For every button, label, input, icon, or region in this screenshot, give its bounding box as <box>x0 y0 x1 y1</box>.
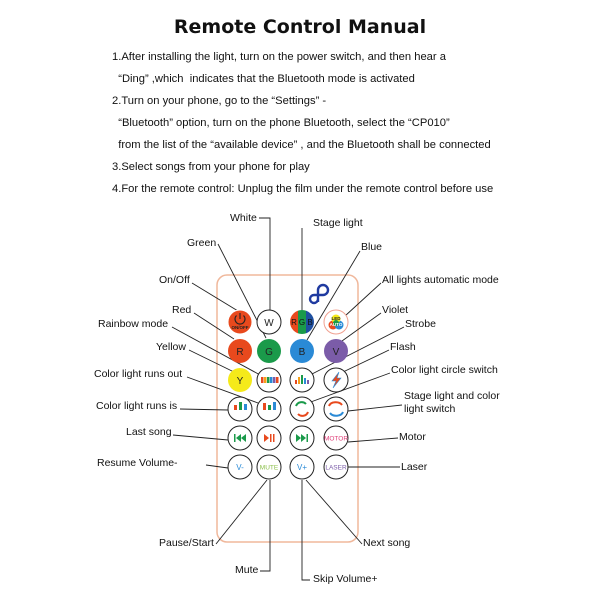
rgb-bars-icon <box>234 402 247 410</box>
label-flash: Flash <box>390 341 416 353</box>
label-strobe: Strobe <box>405 318 436 330</box>
label-blue: Blue <box>361 241 383 253</box>
swap-icon <box>328 401 344 417</box>
step-line: from the list of the “available device” … <box>112 139 491 151</box>
rainbow-bars-icon <box>261 377 279 383</box>
motor-button[interactable]: MOTOR <box>323 425 349 451</box>
violet-button[interactable]: V <box>324 339 348 363</box>
label-pause-start: Pause/Start <box>159 537 214 549</box>
step-line: 1.After installing the light, turn on th… <box>112 51 446 63</box>
next-icon <box>296 434 308 442</box>
on-off-button[interactable]: ON/OFF <box>227 309 253 335</box>
step-line: 4.For the remote control: Unplug the fil… <box>112 183 494 195</box>
remote-body <box>216 274 359 543</box>
v-label: V <box>333 347 340 358</box>
label-red: Red <box>172 304 192 316</box>
stage-light-button[interactable]: R G B <box>290 310 314 334</box>
step-line: “Bluetooth” option, turn on the phone Bl… <box>112 117 450 129</box>
laser-button[interactable]: LASER <box>323 454 349 480</box>
on-off-label: ON/OFF <box>232 325 249 330</box>
next-song-button[interactable] <box>289 425 315 451</box>
logo <box>308 283 330 305</box>
label-green: Green <box>187 237 217 249</box>
step-line: “Ding” ,which indicates that the Bluetoo… <box>112 73 415 85</box>
label-next-song: Next song <box>363 537 411 549</box>
equalizer-icon <box>295 375 309 384</box>
label-runs-out: Color light runs out <box>94 368 183 380</box>
label-last-song: Last song <box>126 426 172 438</box>
laser-label: LASER <box>325 465 347 472</box>
r-label: R <box>236 347 243 358</box>
lightning-icon <box>331 371 342 389</box>
auto-label: AUTO <box>330 322 343 327</box>
last-song-button[interactable] <box>227 425 253 451</box>
rgb-bars-icon <box>263 402 276 410</box>
y-label: Y <box>237 376 244 387</box>
mute-label: MUTE <box>260 465 279 472</box>
g-label: G <box>265 347 273 358</box>
stage-color-switch-button[interactable] <box>323 396 349 422</box>
label-circle-switch: Color light circle switch <box>391 364 498 376</box>
page-title: Remote Control Manual <box>173 16 427 38</box>
label-runs-is: Color light runs is <box>96 400 178 412</box>
label-line: Stage light and color <box>404 390 500 402</box>
label-stage-light: Stage light <box>313 217 363 229</box>
red-button[interactable]: R <box>228 339 252 363</box>
label-white: White <box>230 212 257 224</box>
color-runs-out-button[interactable] <box>256 396 282 422</box>
auto-mode-button[interactable]: LED AUTO <box>323 309 349 335</box>
label-mute: Mute <box>235 564 259 576</box>
flash-button[interactable] <box>323 367 349 393</box>
yellow-button[interactable]: Y <box>228 368 252 392</box>
blue-button[interactable]: B <box>290 339 314 363</box>
rainbow-mode-button[interactable] <box>256 367 282 393</box>
v-minus-label: V- <box>236 463 244 472</box>
power-icon <box>234 313 246 325</box>
w-label: W <box>264 318 274 329</box>
volume-up-button[interactable]: V+ <box>289 454 315 480</box>
play-pause-icon <box>264 434 275 442</box>
label-skip-volume: Skip Volume+ <box>313 573 378 585</box>
step-line: 2.Turn on your phone, go to the “Setting… <box>112 95 327 107</box>
label-motor: Motor <box>399 431 426 443</box>
cycle-icon <box>295 401 309 417</box>
label-line: light switch <box>404 403 456 415</box>
motor-label: MOTOR <box>324 436 348 443</box>
white-button[interactable]: W <box>256 309 282 335</box>
strobe-button[interactable] <box>289 367 315 393</box>
b-label: B <box>299 347 306 358</box>
previous-icon <box>234 434 246 442</box>
pause-start-button[interactable] <box>256 425 282 451</box>
g-letter: G <box>299 318 305 327</box>
label-resume-volume: Resume Volume- <box>97 457 178 469</box>
green-button[interactable]: G <box>257 339 281 363</box>
label-violet: Violet <box>382 304 409 316</box>
label-on-off: On/Off <box>159 274 190 286</box>
instructions: 1.After installing the light, turn on th… <box>112 46 493 200</box>
mute-button[interactable]: MUTE <box>256 454 282 480</box>
label-laser: Laser <box>401 461 428 473</box>
v-plus-label: V+ <box>297 463 307 472</box>
volume-down-button[interactable]: V- <box>227 454 253 480</box>
led-label: LED <box>332 316 342 321</box>
color-runs-is-button[interactable] <box>227 396 253 422</box>
leader-lines <box>171 217 405 581</box>
label-rainbow: Rainbow mode <box>98 318 169 330</box>
b-letter: B <box>307 318 312 327</box>
color-circle-switch-button[interactable] <box>289 396 315 422</box>
step-line: 3.Select songs from your phone for play <box>112 161 310 173</box>
label-yellow: Yellow <box>156 341 186 353</box>
label-all-auto: All lights automatic mode <box>382 274 499 286</box>
r-letter: R <box>291 318 297 327</box>
